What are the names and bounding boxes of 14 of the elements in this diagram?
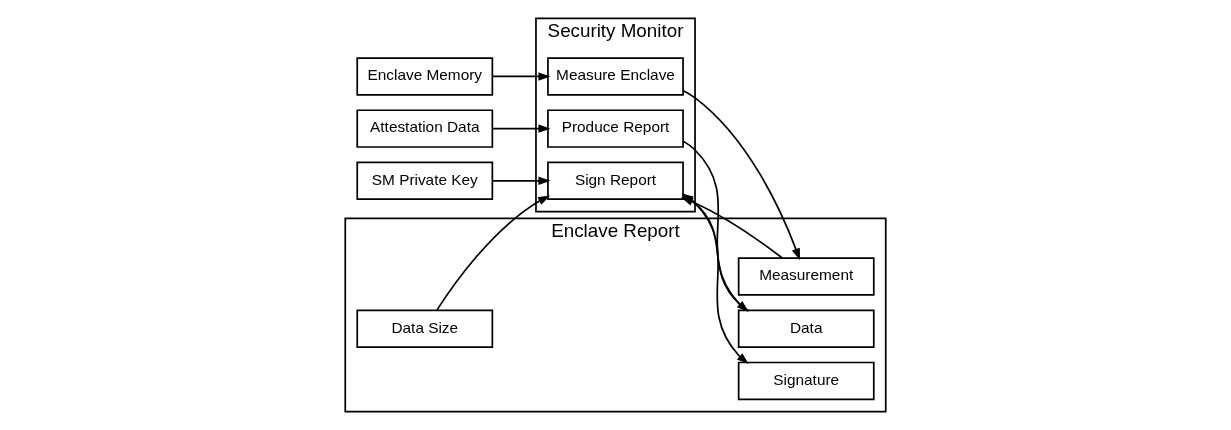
node-box: Data Size [356,309,494,348]
node-box: Signature [737,361,875,401]
node-box: Data [737,309,875,348]
arrow [436,195,551,311]
node-box: Attestation Data [356,109,494,148]
node-box: Enclave Memory [356,57,494,96]
node-box: Measure Enclave [547,57,684,96]
node-box: Produce Report [547,109,684,148]
arrow [491,72,551,81]
arrow [491,124,551,133]
arrow [491,176,551,185]
node-box: Measurement [737,257,875,296]
node-box: Sign Report [547,161,684,201]
node-box: SM Private Key [356,161,494,201]
